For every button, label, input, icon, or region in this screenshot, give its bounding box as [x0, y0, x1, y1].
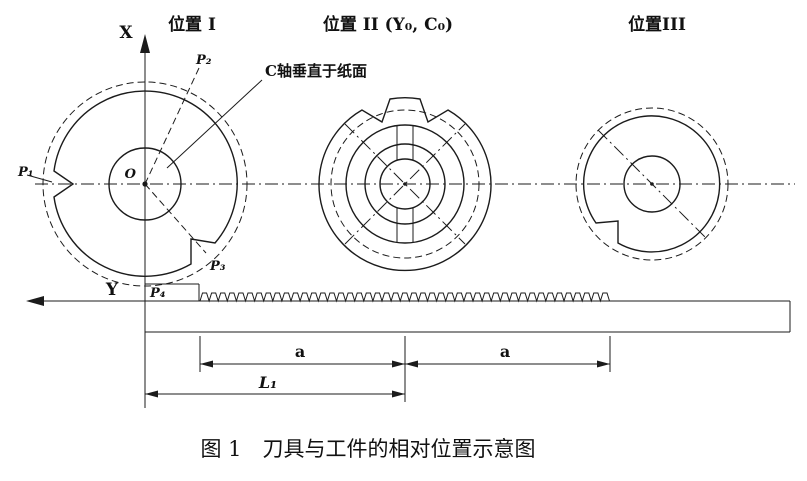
y-axis-arrow-icon [26, 296, 44, 306]
rack-teeth [199, 292, 610, 303]
gear1-body [53, 90, 238, 277]
gear3-addendum-circle [575, 107, 729, 261]
x-axis: X [119, 23, 150, 408]
gear3-body [582, 115, 721, 253]
c-axis-annotation: C轴垂直于纸面 [160, 62, 367, 176]
dim-arrow-icon [405, 360, 418, 368]
gear1-radial-p3 [144, 183, 207, 254]
gear2-hub-outer [345, 124, 465, 244]
origin-label: O [125, 167, 137, 182]
gear2-bore [379, 158, 431, 210]
gear3-center-dot [650, 182, 654, 186]
dim-arrow-icon [200, 360, 213, 368]
gear-position-2 [318, 96, 492, 272]
workpiece-bar [144, 283, 791, 333]
point-p2-label: P₂ [195, 53, 212, 68]
c-axis-arrow-icon [160, 165, 171, 176]
dim-arrow-icon [145, 390, 158, 398]
dim-l1-label: L₁ [258, 373, 277, 392]
dim-arrow-icon [597, 360, 610, 368]
gear2-diagonal-centerline-2 [344, 123, 466, 245]
gear2-hub-inner [364, 143, 446, 225]
c-axis-leader-line [166, 79, 263, 169]
point-p1-label: P₁ [17, 165, 33, 180]
dim-arrow-icon [392, 360, 405, 368]
gear3-bore [623, 155, 681, 213]
y-axis-label: Y [105, 280, 119, 300]
dimension-a-left: a [200, 342, 405, 368]
gear2-center-dot [403, 182, 407, 186]
dim-a-left-label: a [295, 342, 305, 361]
gear2-body [318, 96, 492, 272]
point-p3-label: P₃ [209, 259, 226, 274]
y-axis: Y [26, 280, 790, 306]
position-2-title: 位置 II (Y₀, C₀) [323, 14, 453, 35]
gear2-pitch-circle [330, 109, 480, 259]
x-axis-label: X [119, 23, 133, 43]
position-3-title: 位置III [628, 14, 686, 35]
position-1-title: 位置 I [168, 14, 216, 35]
dim-a-right-label: a [500, 342, 510, 361]
figure-caption: 图 1 刀具与工件的相对位置示意图 [200, 437, 535, 461]
dimension-l1: L₁ [145, 373, 405, 398]
gear1-bore [108, 147, 182, 221]
gear-position-3 [575, 107, 729, 261]
x-axis-arrow-icon [140, 34, 150, 53]
point-p4-label: P₄ [149, 286, 166, 301]
gear1-p1-leader [26, 174, 53, 183]
c-axis-note: C轴垂直于纸面 [265, 62, 367, 80]
gear2-diagonal-centerline-1 [344, 123, 466, 245]
gear-position-1: O [26, 67, 248, 287]
dim-arrow-icon [392, 390, 405, 398]
gear1-addendum-circle [42, 81, 248, 287]
dimension-a-right: a [405, 342, 610, 368]
